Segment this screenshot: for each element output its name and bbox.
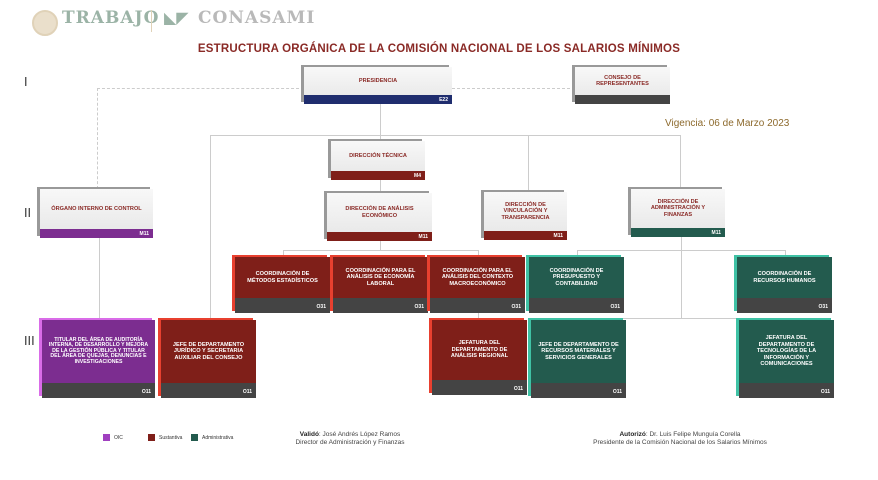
legend-label: Sustantiva [159,434,183,441]
conasami-triangles-icon: ◣◤ [164,10,189,27]
connector [210,135,680,136]
unit-code: O11 [42,383,155,398]
connector [283,250,479,251]
unit-code: O11 [432,380,527,395]
unit-materiales[interactable]: JEFE DE DEPARTAMENTO DE RECURSOS MATERIA… [531,320,626,398]
unit-name: DIRECCIÓN TÉCNICA [349,152,407,159]
unit-name: JEFATURA DEL DEPARTAMENTO DE TECNOLOGÍAS… [756,335,817,368]
connector [97,88,304,89]
unit-code: O11 [161,383,256,398]
unit-name: ÓRGANO INTERNO DE CONTROL [51,205,142,212]
legend-oic: OIC [103,434,123,441]
unit-code: M11 [327,232,432,241]
unit-name: JEFE DE DEPARTAMENTO DE RECURSOS MATERIA… [538,341,619,361]
unit-name: TITULAR DEL ÁREA DE AUDITORÍA INTERNA, D… [48,336,149,365]
unit-name: CONSEJO DE REPRESENTANTES [596,74,649,87]
level-ii: II [24,206,32,220]
unit-metodos[interactable]: COORDINACIÓN DE MÉTODOS ESTADÍSTICOS O31 [235,257,330,313]
unit-rh[interactable]: COORDINACIÓN DE RECURSOS HUMANOS O31 [737,257,832,313]
unit-admin[interactable]: DIRECCIÓN DE ADMINISTRACIÓN Y FINANZAS M1… [631,189,725,237]
logo-divider [151,10,152,32]
unit-name: COORDINACIÓN DE PRESUPUESTO Y CONTABILID… [549,267,604,287]
connector [99,238,100,320]
connector [577,250,578,257]
connector [528,135,529,192]
unit-oic[interactable]: ÓRGANO INTERNO DE CONTROL M11 [40,189,153,238]
unit-tecnica[interactable]: DIRECCIÓN TÉCNICA M4 [331,141,425,180]
connector [680,135,681,189]
unit-analisis[interactable]: DIRECCIÓN DE ANÁLISIS ECONÓMICO M11 [327,193,432,241]
unit-code: M4 [331,171,425,180]
unit-code: O11 [739,383,834,398]
legend-swatch [103,434,110,441]
unit-name: JEFATURA DEL DEPARTAMENTO DE ANÁLISIS RE… [450,340,509,360]
unit-code: O31 [430,298,525,313]
unit-code: O31 [737,298,832,313]
unit-consejo[interactable]: CONSEJO DE REPRESENTANTES [575,67,670,104]
unit-laboral[interactable]: COORDINACIÓN PARA EL ANÁLISIS DE ECONOMÍ… [333,257,428,313]
legend-label: Administrativa [202,434,234,441]
government-seal-icon [32,10,58,36]
unit-name: DIRECCIÓN DE VINCULACIÓN Y TRANSPARENCIA [501,201,550,221]
connector [380,104,381,141]
unit-name: COORDINACIÓN DE MÉTODOS ESTADÍSTICOS [247,271,318,284]
legend-swatch [148,434,155,441]
unit-name: COORDINACIÓN PARA EL ANÁLISIS DE ECONOMÍ… [345,267,416,287]
unit-name: JEFE DE DEPARTAMENTO JURÍDICO Y SECRETAR… [172,341,245,361]
legend-swatch [191,434,198,441]
signature-autorizo: Autorizó: Dr. Luis Felipe Munguía Corell… [593,431,767,446]
connector [380,180,381,193]
unit-code: O31 [529,298,624,313]
unit-presupuesto[interactable]: COORDINACIÓN DE PRESUPUESTO Y CONTABILID… [529,257,624,313]
unit-code: O31 [235,298,330,313]
unit-juridico[interactable]: JEFE DE DEPARTAMENTO JURÍDICO Y SECRETAR… [161,320,256,398]
connector [785,250,786,257]
trabajo-logo: TRABAJO [62,8,160,28]
legend-administrativa: Administrativa [191,434,233,441]
unit-titular[interactable]: TITULAR DEL ÁREA DE AUDITORÍA INTERNA, D… [42,320,155,398]
unit-code: M11 [40,229,153,238]
unit-name: COORDINACIÓN PARA EL ANÁLISIS DEL CONTEX… [441,267,514,287]
connector [577,250,785,251]
unit-code [575,95,670,104]
connector [97,88,98,189]
vigencia-date: Vigencia: 06 de Marzo 2023 [665,118,790,129]
unit-regional[interactable]: JEFATURA DEL DEPARTAMENTO DE ANÁLISIS RE… [432,320,527,395]
connector [578,318,787,319]
legend-sustantiva: Sustantiva [148,434,182,441]
unit-contexto[interactable]: COORDINACIÓN PARA EL ANÁLISIS DEL CONTEX… [430,257,525,313]
unit-code: O11 [531,383,626,398]
connector [210,135,211,320]
level-i: I [24,75,28,89]
conasami-logo: CONASAMI [198,8,316,28]
connector [380,241,381,250]
connector [452,88,575,89]
unit-name: DIRECCIÓN DE ANÁLISIS ECONÓMICO [345,206,414,219]
unit-name: COORDINACIÓN DE RECURSOS HUMANOS [753,271,816,284]
unit-tic[interactable]: JEFATURA DEL DEPARTAMENTO DE TECNOLOGÍAS… [739,320,834,398]
unit-presidencia[interactable]: PRESIDENCIA E22 [304,67,452,104]
unit-name: DIRECCIÓN DE ADMINISTRACIÓN Y FINANZAS [650,198,706,218]
unit-code: M11 [631,228,725,237]
connector [283,250,284,257]
level-iii: III [24,334,35,348]
unit-name: PRESIDENCIA [358,77,398,84]
connector [681,237,682,318]
unit-code: M11 [484,231,567,240]
unit-vinculacion[interactable]: DIRECCIÓN DE VINCULACIÓN Y TRANSPARENCIA… [484,192,567,240]
legend-label: OIC [114,434,123,441]
unit-code: E22 [304,95,452,104]
page-title: ESTRUCTURA ORGÁNICA DE LA COMISIÓN NACIO… [197,43,681,55]
unit-code: O31 [333,298,428,313]
